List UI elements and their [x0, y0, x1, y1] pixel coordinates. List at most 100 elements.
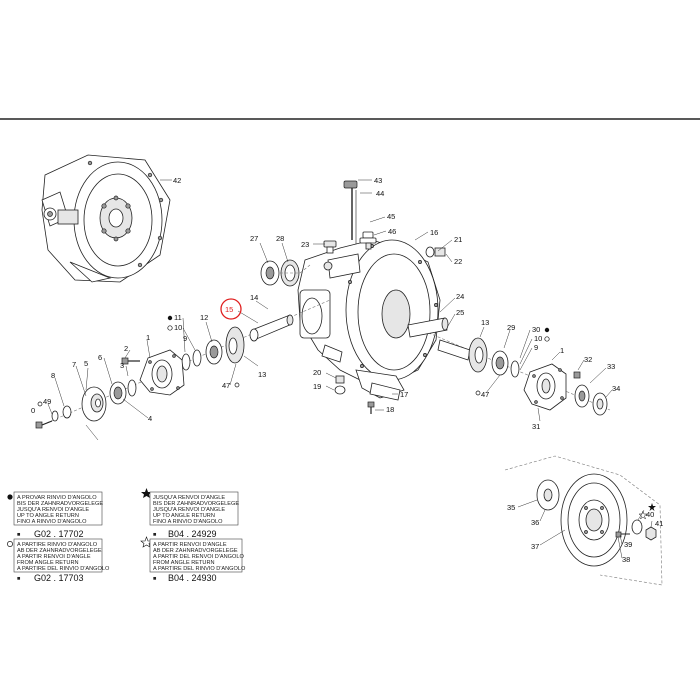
- callout-31: 31: [532, 422, 540, 431]
- callout-19: 19: [313, 382, 321, 391]
- callout-15: 15: [225, 305, 233, 314]
- callout-42: 42: [173, 176, 181, 185]
- highlight-circle-15: [220, 298, 242, 320]
- callout-34: 34: [612, 384, 620, 393]
- callout-6: 6: [98, 353, 102, 362]
- callout-46: 46: [388, 227, 396, 236]
- callout-21: 21: [454, 235, 462, 244]
- legend-box-4: A PARTIR RENVOI D'ANGLE AB DER ZAHNRADVO…: [140, 536, 246, 583]
- legend-1-line-1: A PROVAR RINVIO D'ANGOLO: [17, 495, 97, 501]
- callout-10-right: 10: [534, 334, 542, 343]
- callout-45: 45: [387, 212, 395, 221]
- callout-23: 23: [301, 240, 309, 249]
- legend-3-line-3: JUSQU'A RENVOI D'ANGLE: [153, 507, 225, 513]
- callout-36: 36: [531, 518, 539, 527]
- callout-8: 8: [51, 371, 55, 380]
- callout-32: 32: [584, 355, 592, 364]
- legend-2-line-2: AB DER ZAHNRADVORGELEGE: [17, 548, 102, 554]
- leader-lines: [47, 179, 653, 559]
- callout-7-left: 7: [72, 360, 76, 369]
- legend-box-2: A PARTIRE RINVIO D'ANGOLO AB DER ZAHNRAD…: [7, 538, 110, 583]
- small-fittings-right: [425, 246, 446, 258]
- callout-29: 29: [507, 323, 515, 332]
- gearbox-housing: [297, 239, 441, 399]
- legend-2-line-5: A PARTIRE DEL RINVIO D'ANGOLO: [17, 566, 110, 572]
- legend-3-line-2: BIS DER ZAHNRADVORGELEGE: [153, 501, 239, 507]
- callout-27: 27: [250, 234, 258, 243]
- callout-9-right: 9: [534, 343, 538, 352]
- callout-13-left: 13: [258, 370, 266, 379]
- callout-labels: 42 43 44 45 46 16 21 22 27 28 23 14 15 1…: [31, 176, 663, 564]
- callout-43: 43: [374, 176, 382, 185]
- dipstick: [343, 180, 358, 244]
- callout-3: 3: [120, 361, 124, 370]
- callout-13-right: 13: [481, 318, 489, 327]
- legend-4-line-2: AB DER ZAHNRADVORGELEGE: [153, 548, 238, 554]
- callout-44: 44: [376, 189, 384, 198]
- callout-17: 17: [400, 390, 408, 399]
- callout-2: 2: [124, 344, 128, 353]
- legend-1-line-5: FINO A RINVIO D'ANGOLO: [17, 519, 87, 525]
- legend-2-line-4: FROM ANGLE RETURN: [17, 560, 79, 566]
- callout-35: 35: [507, 503, 515, 512]
- legend-4-line-5: A PARTIRE DEL RINVIO D'ANGOLO: [153, 566, 246, 572]
- callout-40: 40: [646, 510, 654, 519]
- callout-33: 33: [607, 362, 615, 371]
- callout-47-left: 47: [222, 381, 230, 390]
- callout-10: 10: [174, 323, 182, 332]
- legend-4-code: B04 . 24930: [168, 573, 217, 583]
- filler-plug: [359, 231, 377, 250]
- legend-3-code-prefix: ■: [153, 532, 157, 538]
- legend-2-line-1: A PARTIRE RINVIO D'ANGOLO: [17, 542, 98, 548]
- legend-4-line-4: FROM ANGLE RETURN: [153, 560, 215, 566]
- legend-2-code-prefix: ■: [17, 576, 21, 582]
- callout-30: 30: [532, 325, 540, 334]
- legend-1-code: G02 . 17702: [34, 529, 84, 539]
- callout-18: 18: [386, 405, 394, 414]
- callout-39: 39: [624, 540, 632, 549]
- legend-4-line-1: A PARTIR RENVOI D'ANGLE: [153, 542, 227, 548]
- callout-1: 1: [146, 333, 150, 342]
- legend-1-line-2: BIS DER ZAHNRADVORGELEGE: [17, 501, 103, 507]
- legend-2-line-3: A PARTIR RENVOI D'ANGLE: [17, 554, 91, 560]
- callout-11: 11: [174, 313, 182, 322]
- bearing-and-gear-27-28: [260, 259, 311, 287]
- legend-3-code: B04 . 24929: [168, 529, 217, 539]
- lower-center-fittings: [334, 375, 401, 414]
- legend-4-code-prefix: ■: [153, 576, 157, 582]
- callout-47-right: 47: [481, 390, 489, 399]
- legend-4-line-3: A PARTIR DEL RENVOI D'ANGOLO: [153, 554, 244, 560]
- legend-3-line-5: FINO A RINVIO D'ANGOLO: [153, 519, 223, 525]
- callout-28: 28: [276, 234, 284, 243]
- callout-1-right: 1: [560, 346, 564, 355]
- left-shaft-group: [35, 314, 294, 429]
- legend-1-line-4: UP TO ANGLE RETURN: [17, 513, 79, 519]
- bullet-markers: [37, 315, 656, 520]
- callout-25: 25: [456, 308, 464, 317]
- callout-14: 14: [250, 293, 258, 302]
- legend-box-1: A PROVAR RINVIO D'ANGOLO BIS DER ZAHNRAD…: [7, 491, 103, 539]
- callout-38: 38: [622, 555, 630, 564]
- callout-9: 9: [183, 334, 187, 343]
- callout-49: 49: [43, 397, 51, 406]
- right-shaft-group: [407, 317, 608, 416]
- callout-24: 24: [456, 292, 464, 301]
- callout-41: 41: [655, 519, 663, 528]
- callout-4: 4: [148, 414, 152, 423]
- legend-3-line-4: UP TO ANGLE RETURN: [153, 513, 215, 519]
- legend-1-code-prefix: ■: [17, 532, 21, 538]
- flywheel-assembly: [504, 455, 663, 586]
- legend-2-code: G02 . 17703: [34, 573, 84, 583]
- legend-box-3: JUSQU'A RENVOI D'ANGLE BIS DER ZAHNRADVO…: [141, 488, 239, 539]
- callout-5: 5: [84, 359, 88, 368]
- callout-16: 16: [430, 228, 438, 237]
- callout-20: 20: [313, 368, 321, 377]
- callout-22: 22: [454, 257, 462, 266]
- assembled-gearbox-view: [41, 154, 171, 283]
- legend-3-line-1: JUSQU'A RENVOI D'ANGLE: [153, 495, 225, 501]
- callout-0: 0: [31, 406, 35, 415]
- callout-12: 12: [200, 313, 208, 322]
- callout-37: 37: [531, 542, 539, 551]
- legend-1-line-3: JUSQU'A RENVOI D'ANGLE: [17, 507, 89, 513]
